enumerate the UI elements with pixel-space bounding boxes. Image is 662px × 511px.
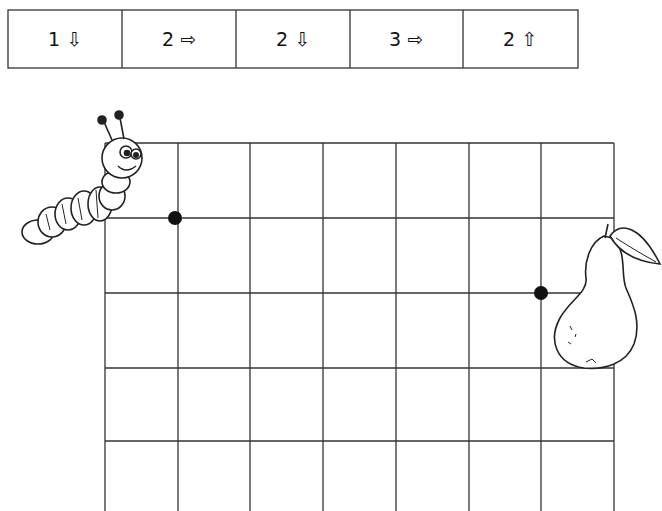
pear [555,224,660,368]
instruction-step: 1 ⇩ [48,30,82,49]
grid [105,143,614,511]
instruction-step: 3 ⇨ [389,30,423,49]
instruction-step: 2 ⇩ [276,30,310,49]
instruction-step: 2 ⇧ [503,30,537,49]
instruction-table [8,10,578,68]
start-dot [168,211,182,225]
end-dot [534,286,548,300]
worm [22,111,142,244]
instruction-step: 2 ⇨ [162,30,196,49]
